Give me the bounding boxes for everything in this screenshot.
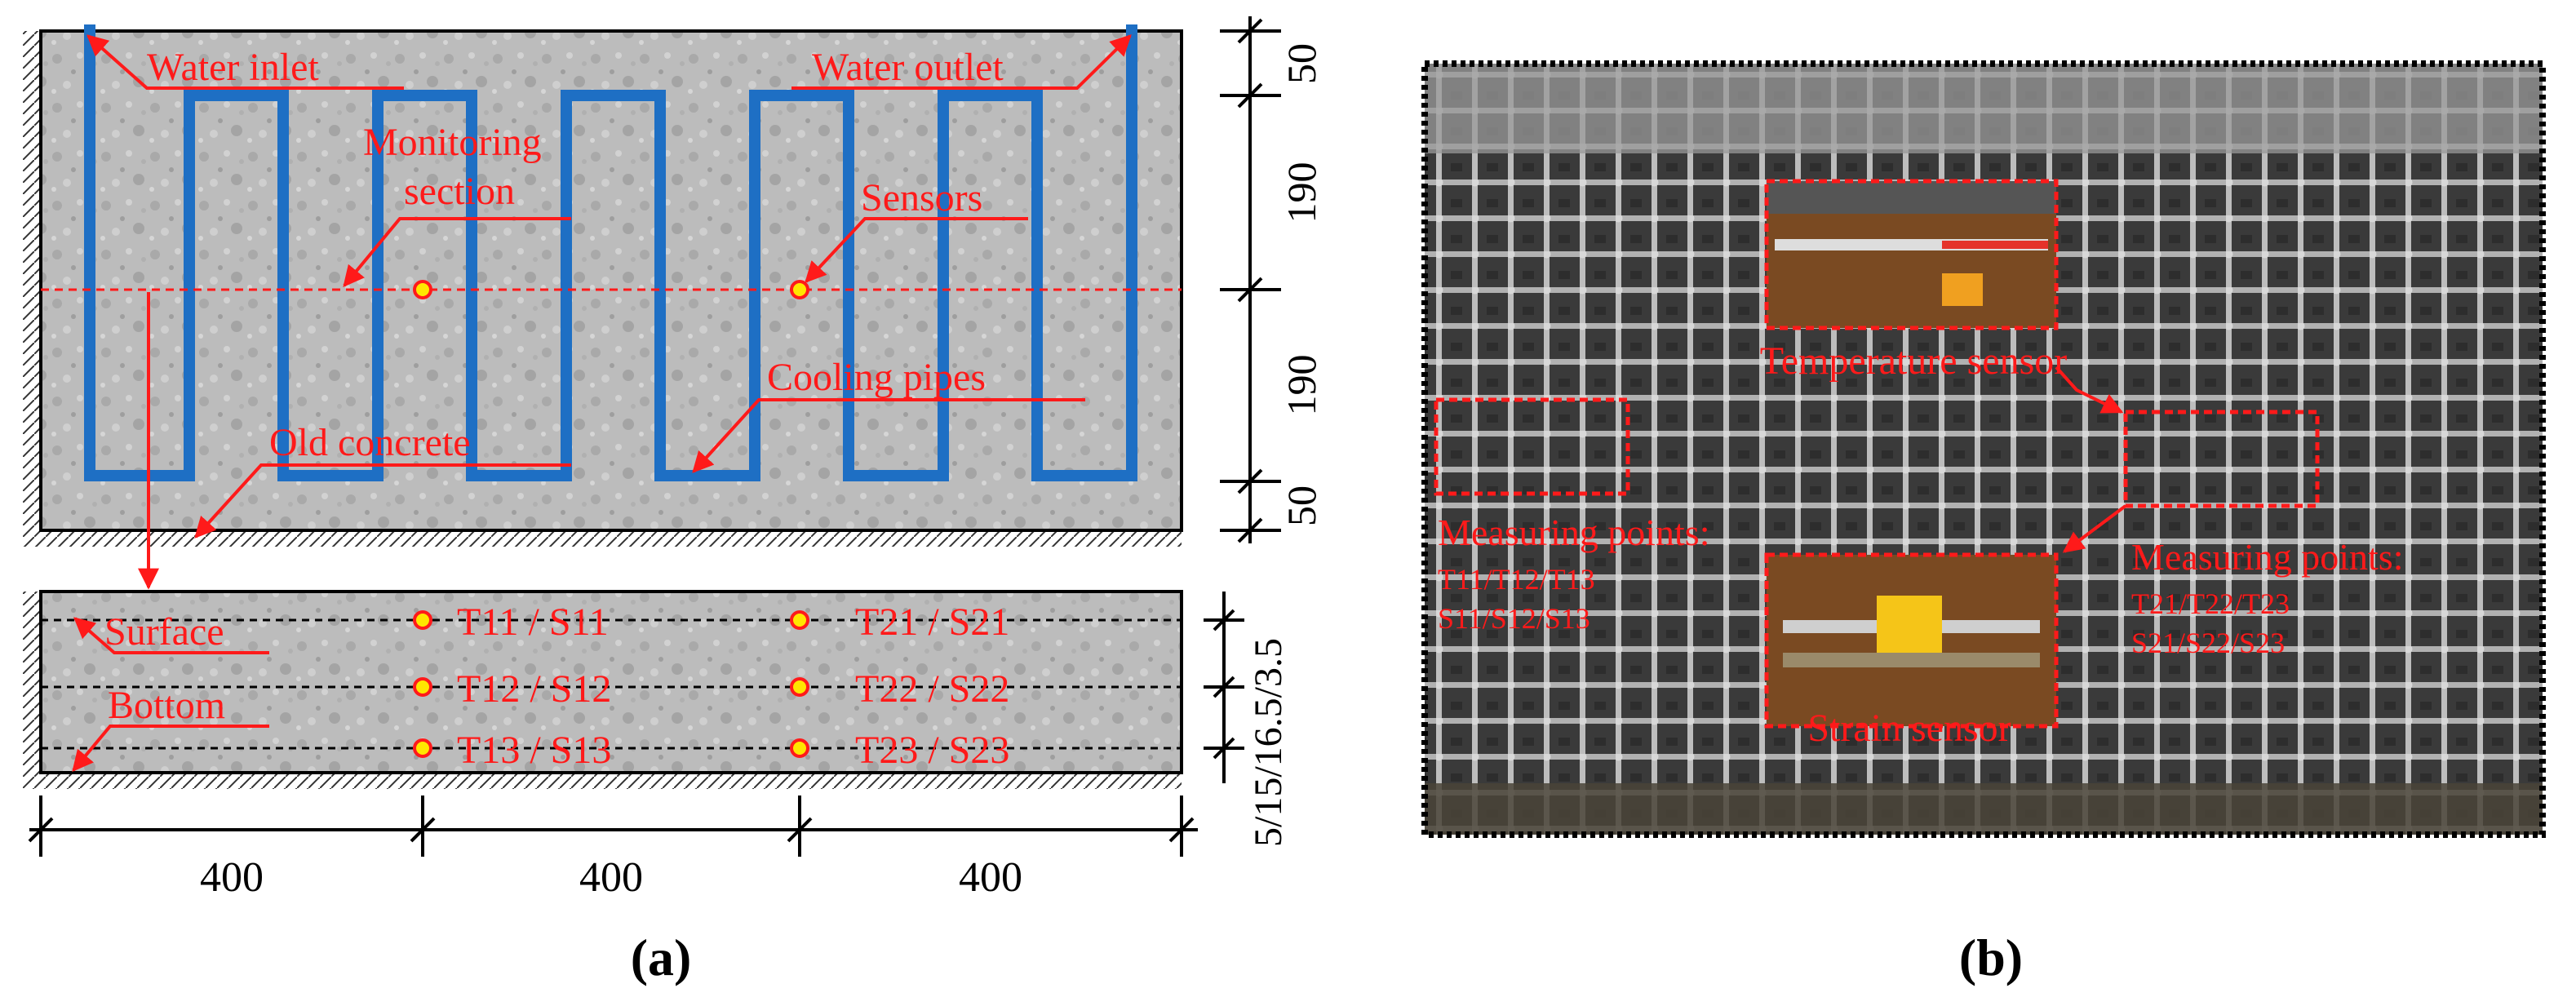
dimension-right-bottom (1204, 592, 1244, 783)
label-t12-s12: T12 / S12 (457, 667, 611, 711)
surface-label: Surface (104, 610, 224, 654)
right-points-line1: T21/T22/T23 (2131, 587, 2290, 620)
bottom-leader (72, 725, 269, 772)
cooling-pipes-label: Cooling pipes (767, 356, 986, 399)
cooling-pipes-leader (692, 398, 1085, 473)
dim-label-190-upper: 190 (1279, 162, 1324, 224)
water-outlet-leader (791, 34, 1132, 90)
label-t23-s23: T23 / S23 (855, 729, 1009, 772)
photo-frame (1421, 60, 2546, 838)
sensor-point-1 (413, 280, 432, 299)
left-measuring-box (1434, 397, 1630, 496)
sensors-label: Sensors (861, 176, 982, 219)
concrete-block-bottom (39, 590, 1183, 774)
sensors-leader (805, 217, 1028, 283)
concrete-block-top (39, 29, 1183, 532)
hatch-left-top (23, 31, 41, 530)
sensor-point-2 (790, 280, 809, 299)
strain-sensor-label: Strain sensor (1807, 707, 2011, 750)
point-t11 (413, 610, 432, 630)
surface-leader (73, 617, 269, 654)
hatch-bottom-top (23, 530, 1182, 547)
right-measuring-box (2123, 410, 2320, 508)
temperature-sensor-inset (1764, 179, 2059, 330)
point-t21 (790, 610, 809, 630)
point-t13 (413, 738, 432, 758)
dimension-bottom (28, 795, 1198, 857)
point-t12 (413, 677, 432, 697)
water-inlet-leader (86, 34, 404, 90)
section-dims-label: 5/15/16.5/3.5 (1247, 638, 1290, 847)
point-t23 (790, 738, 809, 758)
label-t13-s13: T13 / S13 (457, 729, 611, 772)
right-points-title: Measuring points: (2131, 536, 2403, 578)
dim-label-190-lower: 190 (1279, 355, 1324, 416)
ground-strip (1425, 783, 2543, 835)
label-t22-s22: T22 / S22 (855, 667, 1009, 711)
point-t22 (790, 677, 809, 697)
monitoring-label-line1: Monitoring (363, 121, 542, 164)
dim-label-50-bottom: 50 (1279, 485, 1324, 526)
water-inlet-label: Water inlet (147, 46, 319, 89)
temp-to-right-leader (2055, 366, 2124, 414)
panel-b-caption: (b) (1959, 928, 2023, 986)
dim-400-1: 400 (200, 854, 264, 901)
monitoring-label-line2: section (404, 170, 515, 213)
water-outlet-label: Water outlet (812, 46, 1004, 89)
top-steel-beam (1425, 64, 2543, 153)
right-to-strain-leader (2062, 504, 2127, 553)
panel-b-photo: Temperature sensor Strain sensor Measuri… (1421, 60, 2546, 838)
temperature-sensor-label: Temperature sensor (1760, 339, 2067, 383)
label-t11-s11: T11 / S11 (457, 600, 609, 644)
panel-a-caption: (a) (631, 928, 692, 986)
left-points-line1: T11/T12/T13 (1438, 563, 1595, 596)
old-concrete-label: Old concrete (269, 421, 471, 464)
right-points-line2: S21/S22/S23 (2131, 627, 2285, 659)
cooling-pipe (84, 24, 1137, 481)
old-concrete-leader (194, 463, 571, 538)
dim-label-50-top: 50 (1279, 43, 1324, 84)
left-points-line2: S11/S12/S13 (1438, 602, 1590, 635)
dim-400-2: 400 (579, 854, 643, 901)
label-t21-s21: T21 / S21 (855, 600, 1009, 644)
strain-sensor-inset (1764, 552, 2059, 729)
dim-400-3: 400 (959, 854, 1022, 901)
bottom-label: Bottom (108, 684, 225, 727)
hatch-bottom-bottom (23, 773, 1182, 789)
left-points-title: Measuring points: (1438, 512, 1709, 553)
dimension-right-top (1220, 16, 1281, 543)
hatch-left-bottom (23, 592, 41, 773)
panel-a-bottom: T11 / S11 T21 / S21 T12 / S12 T22 / S22 … (23, 590, 1183, 789)
panel-a-top: Water inlet Water outlet Monitoring sect… (23, 24, 1183, 590)
monitoring-leader (343, 217, 571, 288)
